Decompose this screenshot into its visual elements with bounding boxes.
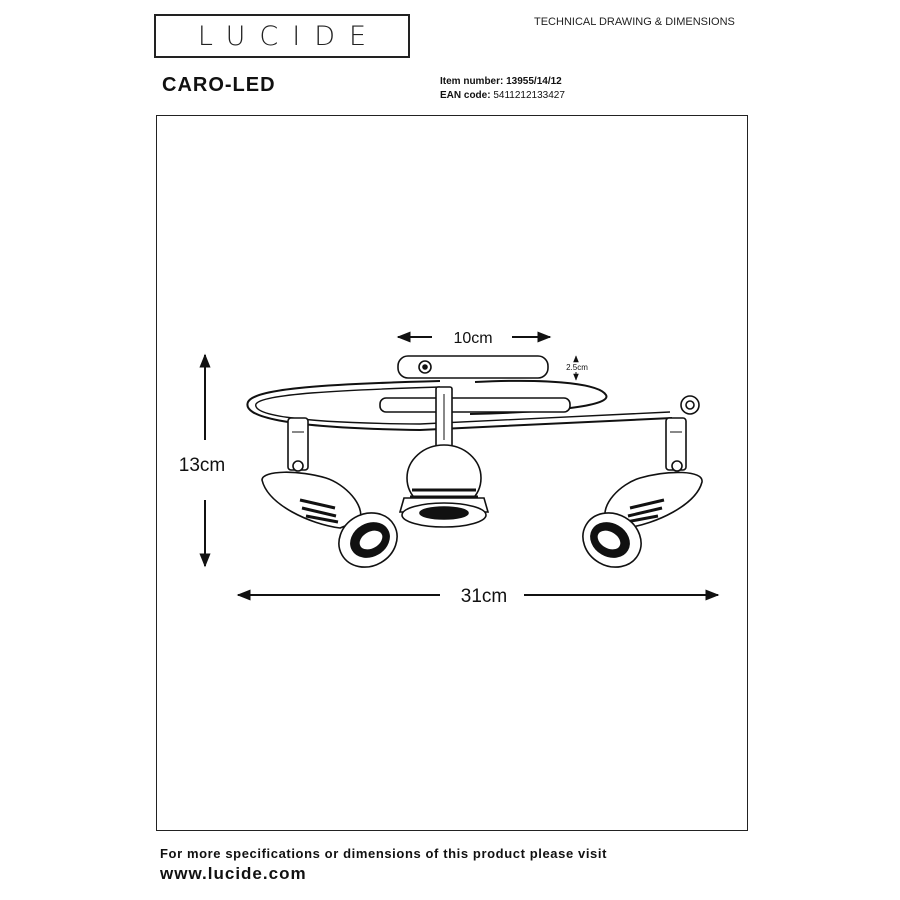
width-label: 31cm (461, 586, 507, 607)
height-label: 13cm (179, 455, 225, 476)
brand-logo: LUCIDE (154, 14, 410, 58)
footer-text: For more specifications or dimensions of… (160, 846, 608, 861)
height-dimension: 13cm (179, 353, 225, 568)
canopy-diameter-dimension: 10cm (396, 330, 552, 347)
canopy-height-label: 2.5cm (566, 363, 588, 372)
center-spotlight (398, 444, 490, 528)
canopy-height-dimension: 2.5cm (566, 355, 588, 381)
footer-url[interactable]: www.lucide.com (160, 864, 307, 883)
spiral-arm (246, 379, 700, 432)
ean-value: 5411212133427 (493, 90, 565, 101)
ean-label: EAN code: (440, 90, 491, 101)
drawing-frame (156, 115, 748, 831)
ean-row: EAN code: 5411212133427 (440, 89, 565, 103)
lamp-drawing (246, 355, 703, 568)
canopy-diameter-label: 10cm (453, 330, 492, 347)
product-name: CARO-LED (162, 74, 276, 96)
center-stem (435, 386, 453, 448)
item-number-row: Item number: 13955/14/12 (440, 75, 565, 89)
ceiling-canopy (397, 355, 549, 379)
document-title: TECHNICAL DRAWING & DIMENSIONS (534, 16, 735, 28)
item-number-label: Item number: (440, 76, 504, 87)
brand-logo-text: LUCIDE (197, 20, 381, 52)
left-spotlight (261, 417, 398, 568)
width-dimension: 31cm (236, 586, 720, 607)
item-number-value: 13955/14/12 (506, 76, 562, 87)
item-info: Item number: 13955/14/12 EAN code: 54112… (440, 75, 565, 103)
right-spotlight (582, 417, 703, 568)
